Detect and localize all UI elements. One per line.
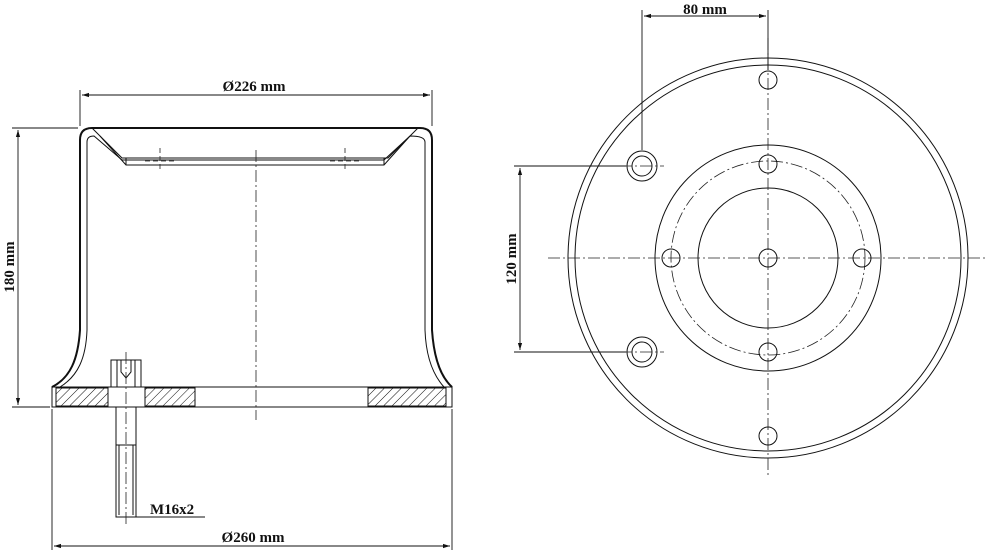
dim-label-outer-diameter: Ø260 mm [222, 530, 285, 546]
hole-bottom-inner [758, 342, 778, 362]
hole-bottom-outer [758, 426, 778, 446]
top-dish-inner [99, 135, 411, 166]
top-plan-view: 80 mm 120 mm [504, 2, 988, 478]
dim-label-horizontal-spacing: 80 mm [683, 2, 727, 18]
dim-label-vertical-spacing: 120 mm [504, 233, 520, 285]
center-hole [758, 248, 778, 268]
hatch-left-inner [144, 387, 196, 407]
bolt [110, 352, 142, 525]
side-section-view: Ø226 mm 180 mm M16x2 Ø260 mm [2, 79, 453, 550]
dim-label-height: 180 mm [2, 241, 18, 293]
top-dish-outer [91, 127, 419, 159]
body-inner-profile [59, 135, 445, 388]
body-outer-profile [51, 127, 453, 388]
hole-top-inner [758, 154, 778, 174]
dim-label-inner-diameter: Ø226 mm [223, 79, 286, 95]
hole-top-outer [758, 70, 778, 90]
base-flange [51, 386, 453, 408]
hatch-right-flange [367, 387, 447, 407]
hole-left [661, 248, 681, 268]
hole-right [852, 248, 872, 268]
dim-label-thread: M16x2 [150, 502, 194, 518]
hatch-left-flange [55, 387, 109, 407]
